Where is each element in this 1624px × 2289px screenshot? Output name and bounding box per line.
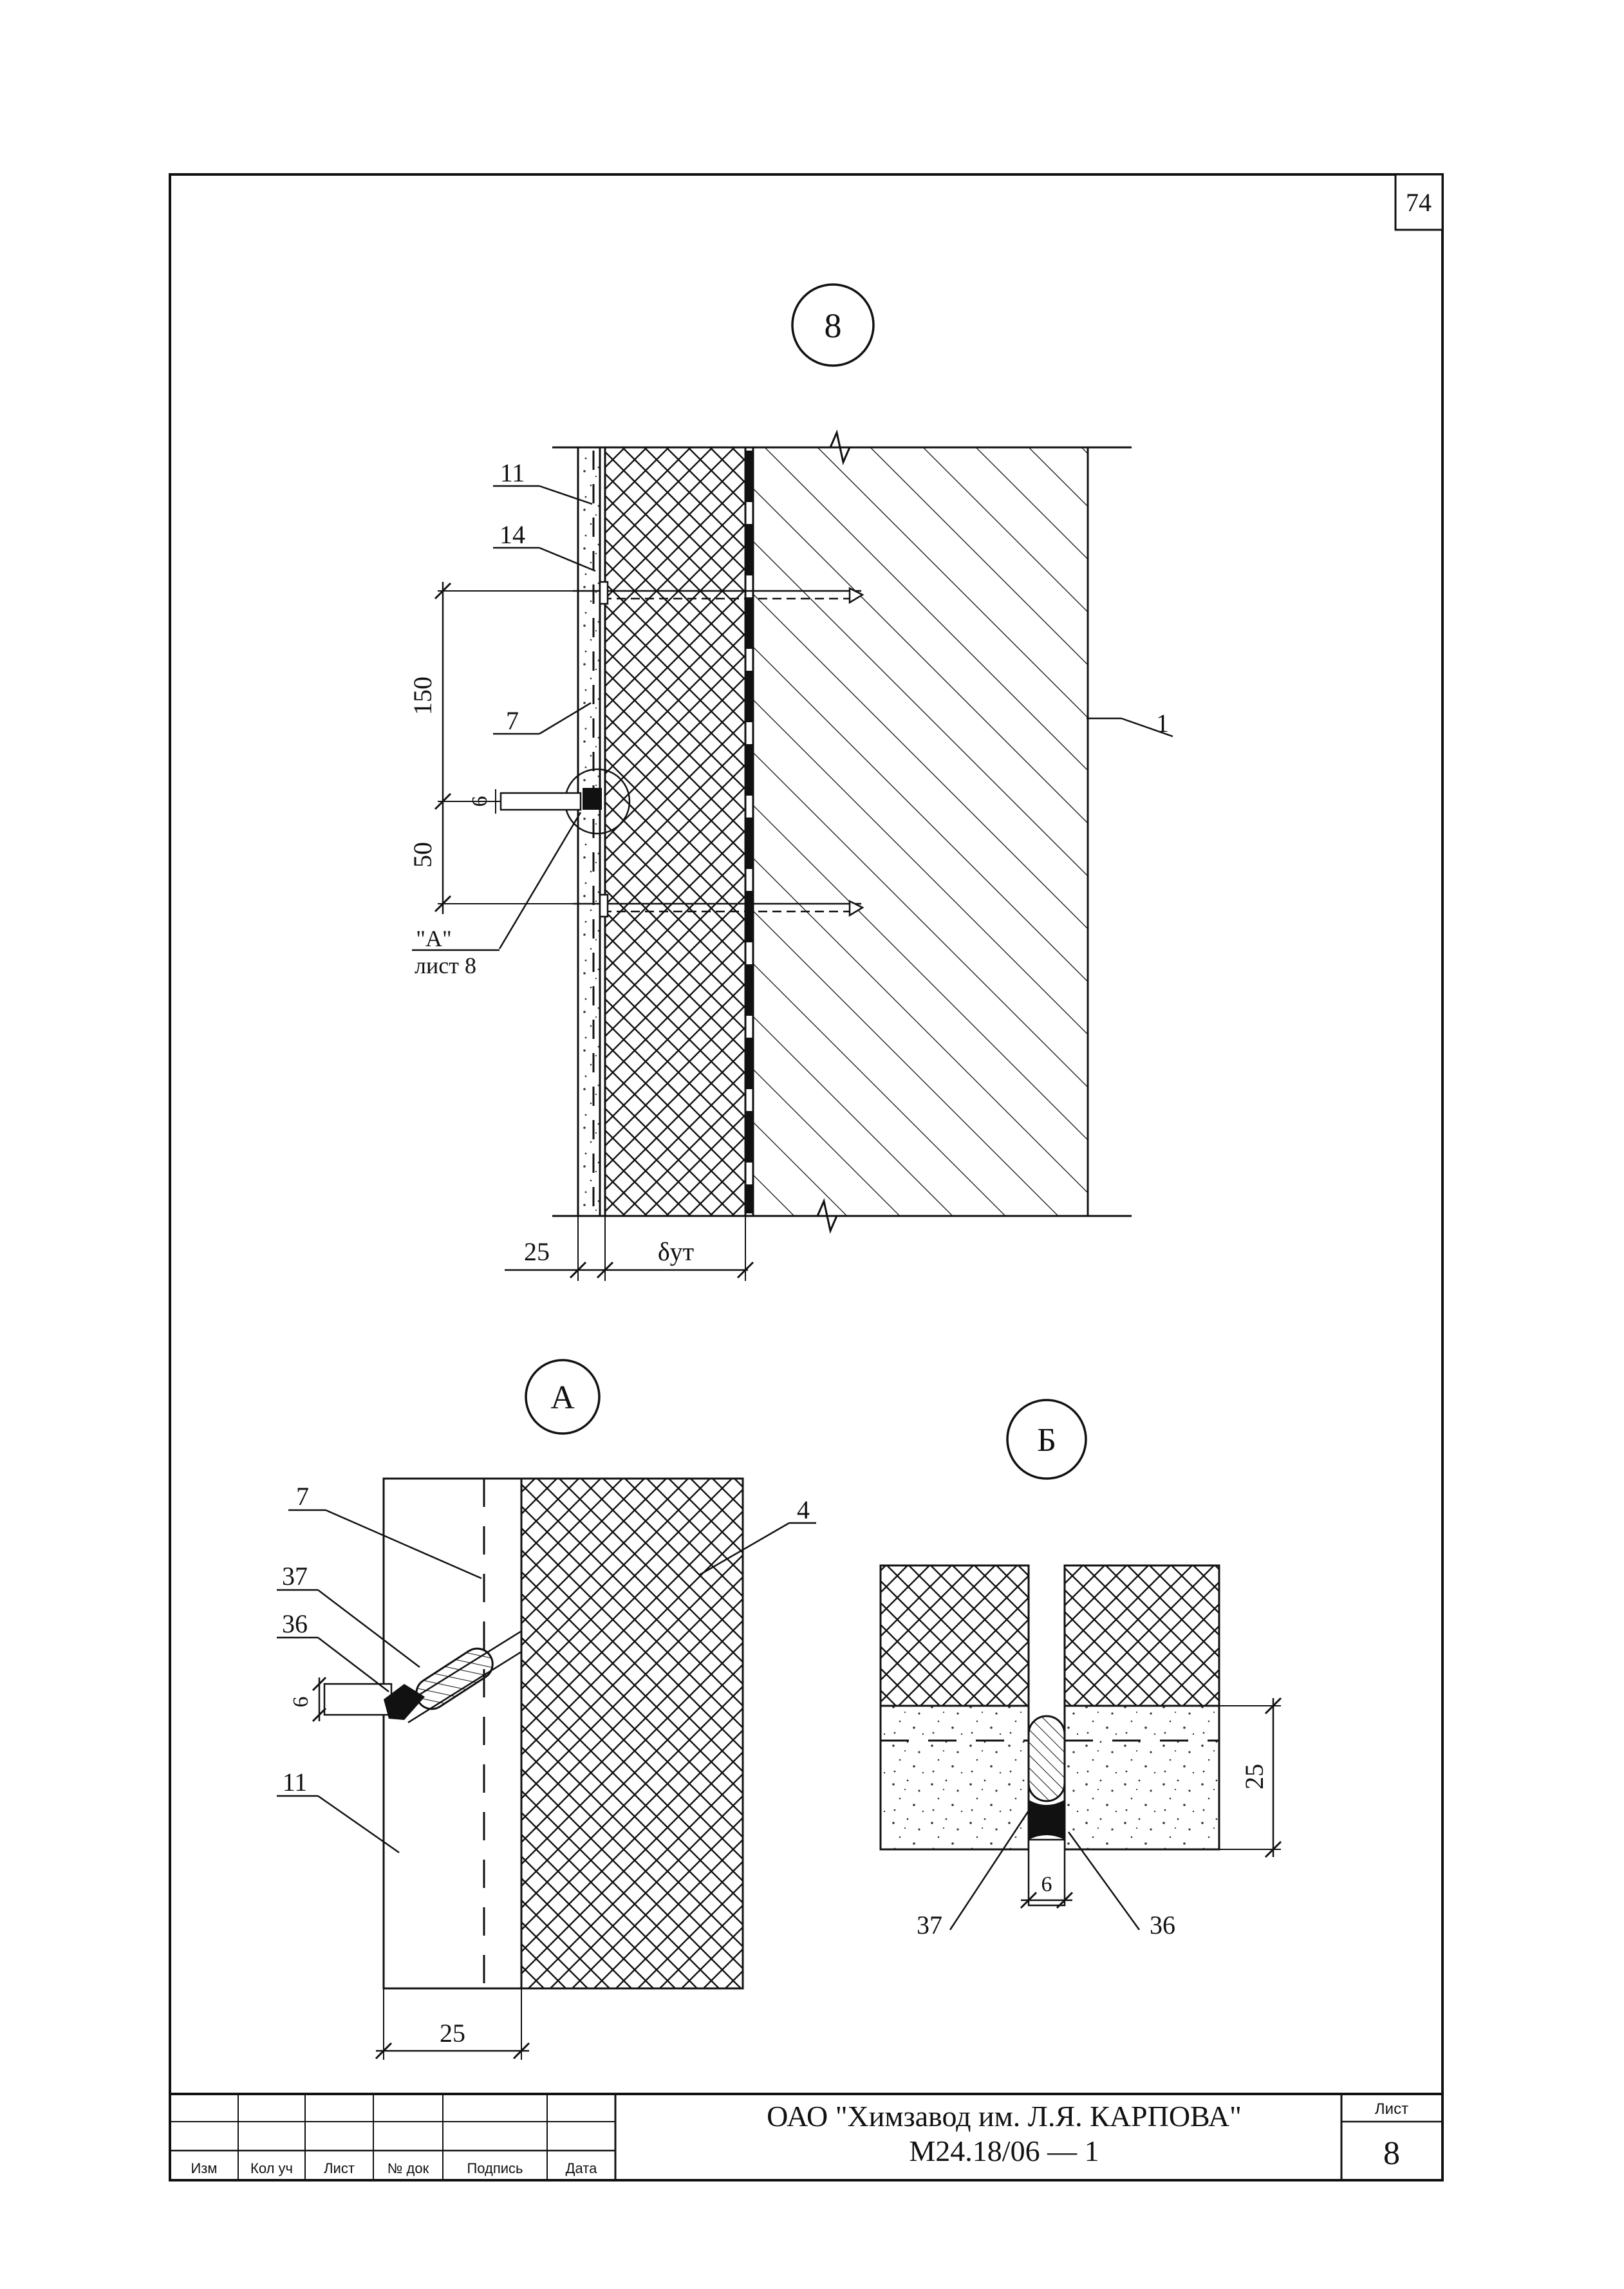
- anchor-dowel-top: [573, 581, 864, 605]
- dimension-chain-horizontal: [505, 1216, 754, 1281]
- label-36: 36: [282, 1609, 308, 1638]
- corner-number: 74: [1406, 188, 1432, 217]
- backer-rod-37: [1027, 1715, 1066, 1802]
- detail-ref-line1: "А": [416, 926, 451, 951]
- detail-a-marker-label: А: [550, 1379, 575, 1416]
- sheet-number: 8: [1383, 2135, 1400, 2172]
- node-8-marker-label: 8: [825, 306, 842, 345]
- corner-page-number: 74: [1394, 173, 1444, 231]
- node-8-section: 11 14 7 1 "А" лист 8 150 6 50: [408, 429, 1173, 1281]
- insulation-right: [1063, 1564, 1220, 1707]
- node-8-leaders: [493, 485, 1173, 949]
- label-37: 37: [917, 1911, 942, 1939]
- label-14: 14: [499, 520, 525, 549]
- stamp-col-kol-uch: Кол уч: [250, 2160, 293, 2176]
- joint-gap: [499, 792, 582, 811]
- dim-6: 6: [1041, 1873, 1052, 1896]
- render-right: [1063, 1705, 1220, 1851]
- stamp-col-izm: Изм: [191, 2160, 217, 2176]
- wall-masonry: [752, 446, 1089, 1217]
- detail-b-marker-label: Б: [1037, 1422, 1056, 1459]
- render-left: [879, 1705, 1030, 1851]
- document-code: М24.18/06 — 1: [909, 2135, 1099, 2167]
- dim-25: 25: [1240, 1764, 1269, 1789]
- detail-b-section: 37 36 25 6: [879, 1564, 1282, 1939]
- stamp-col-signature: Подпись: [467, 2160, 523, 2176]
- dim-insulation-thickness: δут: [658, 1237, 694, 1266]
- backer-rod-37: [415, 1647, 494, 1710]
- detail-b-marker: Б: [1006, 1399, 1087, 1480]
- label-4: 4: [797, 1495, 810, 1524]
- label-11: 11: [283, 1768, 308, 1797]
- stamp-col-doc-no: № док: [387, 2160, 429, 2176]
- joint-gap: [323, 1683, 393, 1716]
- label-37: 37: [282, 1562, 308, 1591]
- company-name: ОАО "Химзавод им. Л.Я. КАРПОВА": [767, 2100, 1242, 2133]
- label-7: 7: [506, 706, 519, 735]
- stamp-col-list: Лист: [324, 2160, 355, 2176]
- stamp-col-date: Дата: [566, 2160, 597, 2176]
- dim-50: 50: [408, 842, 437, 868]
- dim-150: 150: [408, 677, 437, 715]
- label-1: 1: [1156, 709, 1169, 738]
- anchor-dowel-bottom: [573, 893, 864, 918]
- sealing-joint: [583, 788, 602, 810]
- detail-a-marker: А: [525, 1359, 601, 1435]
- insulation-layer: [520, 1477, 744, 1990]
- sealant-36: [1029, 1800, 1065, 1840]
- label-7: 7: [296, 1482, 309, 1511]
- sealant-36: [384, 1684, 425, 1720]
- node-8-marker: 8: [791, 283, 875, 367]
- dim-6: 6: [468, 796, 492, 807]
- label-36: 36: [1150, 1911, 1175, 1939]
- dim-25: 25: [440, 2019, 465, 2048]
- dim-6: 6: [289, 1697, 313, 1708]
- insulation-left: [879, 1564, 1030, 1707]
- detail-ref-line2: лист 8: [415, 953, 476, 978]
- render-layer: [577, 446, 601, 1217]
- insulation-layer: [604, 446, 747, 1217]
- label-11: 11: [500, 458, 525, 487]
- detail-a-leaders: [277, 1509, 816, 1854]
- detail-a-section: 7 4 37 36 11 6 25: [277, 1477, 816, 2060]
- title-block: Изм Кол уч Лист № док Подпись Дата ОАО "…: [169, 2093, 1444, 2182]
- sheet-label: Лист: [1375, 2100, 1408, 2118]
- dim-25: 25: [524, 1237, 550, 1266]
- render-layer: [382, 1477, 523, 1990]
- dimension-chain-vertical: [434, 582, 579, 914]
